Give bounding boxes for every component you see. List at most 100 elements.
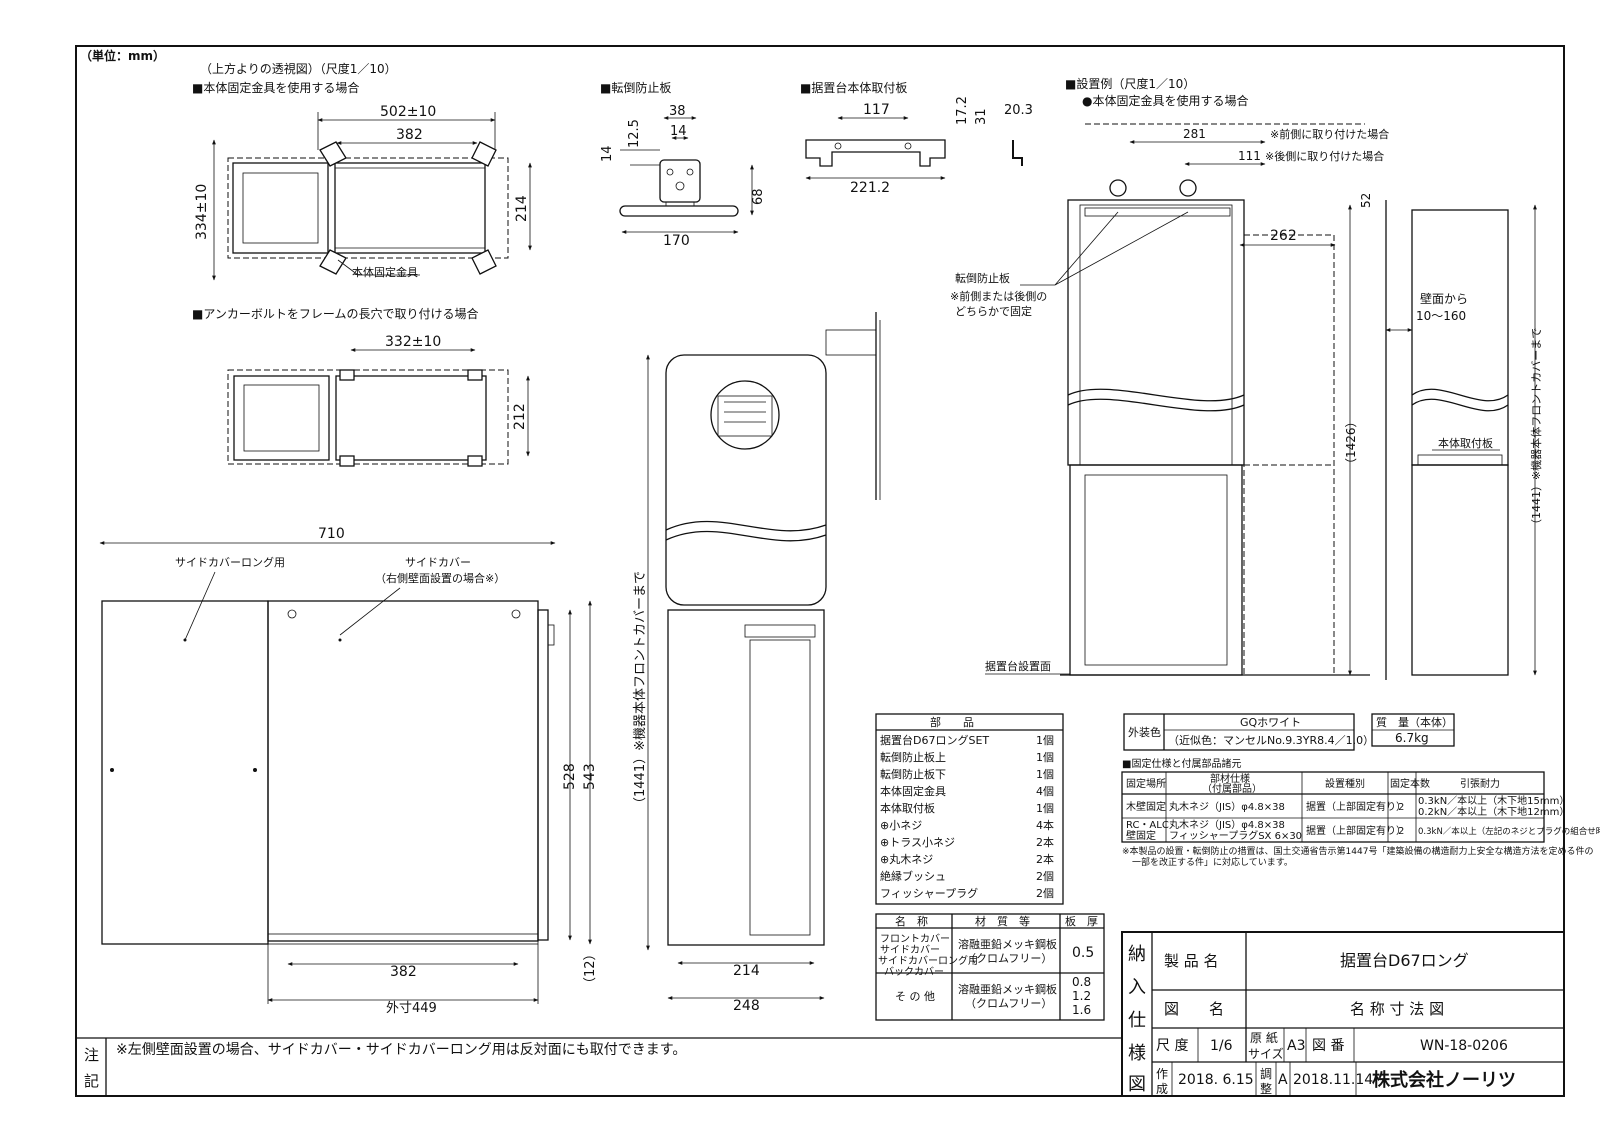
install-tip-label: 転倒防止板	[955, 271, 1010, 285]
side-label-cover-note: （右側壁面設置の場合※）	[375, 571, 505, 585]
tb-side-4: 図	[1128, 1074, 1146, 1095]
mat-r1-name-2: サイドカバーロング用	[878, 954, 978, 967]
dim-502: 502±10	[380, 104, 436, 120]
parts-row-name: 転倒防止板下	[880, 767, 946, 781]
mount-d20-3: 20.3	[1004, 103, 1033, 118]
parts-row-name: ⊕トラス小ネジ	[880, 836, 955, 849]
parts-row-qty: 1個	[1036, 802, 1054, 815]
dim-212: 212	[512, 403, 528, 430]
tb-made: 2018. 6.15	[1178, 1072, 1254, 1088]
install-wall-label2: 10～160	[1416, 309, 1466, 323]
sheet-border	[75, 45, 1565, 1097]
mass-label: 質 量（本体）	[1376, 715, 1453, 729]
tb-drawing: 名 称 寸 法 図	[1350, 1000, 1444, 1018]
parts-row-qty: 1個	[1036, 751, 1054, 764]
mat-r1-mat-1: （クロムフリー）	[965, 952, 1052, 965]
mat-h-mat: 材 質 等	[975, 914, 1030, 928]
fix-title: ■固定仕様と付属部品諸元	[1122, 757, 1241, 770]
mat-r1-name-0: フロントカバー	[880, 933, 950, 945]
tb-product-label: 製 品 名	[1164, 952, 1219, 970]
front-view: （1441）※機器本体フロントカバーまで 214 248	[633, 312, 881, 1014]
color-munsell: （近似色：マンセルNo.9.3YR8.4／1.0）	[1168, 733, 1374, 747]
install-tip-note1: ※前側または後側の	[950, 289, 1047, 303]
tip-d38: 38	[669, 104, 686, 119]
side-d543: 543	[582, 763, 598, 790]
tb-rev-date: 2018.11.14	[1293, 1072, 1373, 1088]
side-d382: 382	[390, 964, 417, 980]
parts-row-qty: 4本	[1036, 818, 1054, 832]
unit-label: （単位：mm）	[80, 48, 165, 63]
tb-product: 据置台D67ロング	[1340, 951, 1469, 970]
tb-side-2: 仕	[1128, 1010, 1146, 1031]
tb-rev: A	[1278, 1072, 1288, 1088]
side-d528: 528	[562, 763, 578, 790]
parts-row-name: 転倒防止板上	[880, 750, 946, 764]
mat-r1-thk: 0.5	[1072, 945, 1094, 961]
tb-adj-label2: 整	[1260, 1081, 1272, 1096]
title-block: 納 入 仕 様 図 製 品 名 据置台D67ロング 図 名 名 称 寸 法 図 …	[1121, 931, 1565, 1097]
side-d710: 710	[318, 526, 345, 542]
tb-made-label1: 作	[1156, 1067, 1168, 1081]
fix-r0-type: 据置（上部固定有り）	[1306, 800, 1406, 813]
bracket-label: 本体固定金具	[352, 265, 418, 279]
install-d281: 281	[1183, 127, 1206, 141]
tb-made-label2: 成	[1156, 1082, 1168, 1096]
parts-row-name: 本体固定金具	[880, 784, 946, 798]
fix-r1-spec: 丸木ネジ（JIS）φ4.8×38	[1169, 818, 1285, 831]
perspective-note: （上方よりの透視図）（尺度1／10）	[200, 61, 397, 76]
tb-paper-label1: 原 紙	[1250, 1030, 1278, 1045]
install-tip-note2: どちらかで固定	[955, 304, 1032, 318]
install-mount-label: 本体取付板	[1438, 436, 1493, 450]
front-d248: 248	[733, 998, 760, 1014]
tip-d170: 170	[663, 233, 690, 249]
fix-r0-spec: 丸木ネジ（JIS）φ4.8×38	[1169, 800, 1285, 813]
parts-row-qty: 2個	[1036, 870, 1054, 883]
tb-company: 株式会社ノーリツ	[1372, 1069, 1516, 1091]
side-view: 710 サイドカバーロング用 サイドカバー （右側壁面設置の場合※） 382 外…	[99, 526, 598, 1016]
fix-h2: （付属部品）	[1202, 782, 1262, 795]
install-wall-label1: 壁面から	[1420, 291, 1468, 306]
tip-d68: 68	[751, 188, 766, 205]
install-d111: 111	[1238, 149, 1261, 163]
mount-d17-2: 17.2	[955, 96, 970, 125]
mount-plate-view: ■据置台本体取付板 117 17.2 31 20.3 221.2	[800, 80, 1033, 196]
mat-h-thk: 板 厚	[1065, 914, 1098, 928]
install-d1426: （1426）	[1344, 415, 1358, 470]
parts-row-name: 絶縁ブッシュ	[880, 869, 946, 883]
mat-r1-mat-0: 溶融亜鉛メッキ鋼板	[958, 937, 1057, 951]
parts-row-qty: 2個	[1036, 887, 1054, 900]
install-base-label: 据置台設置面	[985, 659, 1051, 673]
parts-row-qty: 1個	[1036, 734, 1054, 747]
fix-table: ■固定仕様と付属部品諸元 固定場所 部材仕様 （付属部品） 設置種別 固定本数 …	[1121, 757, 1600, 868]
tip-plate-heading: ■転倒防止板	[600, 80, 671, 95]
fix-r0-n: 2	[1398, 802, 1404, 813]
color-box: 外装色 GQホワイト （近似色：マンセルNo.9.3YR8.4／1.0） 質 量…	[1123, 713, 1455, 751]
mount-d117: 117	[863, 102, 890, 118]
material-table: 名 称 材 質 等 板 厚 フロントカバー サイドカバー サイドカバーロング用 …	[875, 913, 1105, 1021]
install-d1441: （1441）※機器本体フロントカバーまで	[1529, 328, 1543, 530]
notes-label1: 注	[84, 1046, 99, 1064]
mount-d221-2: 221.2	[850, 180, 890, 196]
notes-text: ※左側壁面設置の場合、サイドカバー・サイドカバーロング用は反対面にも取付できます…	[116, 1042, 686, 1058]
tb-num-label: 図 番	[1312, 1038, 1344, 1054]
fix-r1-spec2: フィッシャープラグSX 6×30	[1169, 829, 1302, 842]
tb-paper: A3	[1287, 1038, 1305, 1054]
tip-d14a: 14	[600, 145, 615, 162]
dim-382: 382	[396, 127, 423, 143]
side-d12: （12）	[583, 947, 598, 990]
mat-r1-name-1: サイドカバー	[880, 944, 940, 956]
fix-h5: 引張耐力	[1460, 777, 1500, 790]
install-d262: 262	[1270, 228, 1297, 244]
dim-334: 334±10	[194, 184, 210, 240]
mat-r2-thk-1: 1.2	[1072, 989, 1091, 1003]
parts-row-qty: 4個	[1036, 785, 1054, 798]
fix-note2: 一部を改正する件」に対応しています。	[1132, 856, 1293, 868]
parts-row-qty: 2本	[1036, 852, 1054, 866]
fix-r1-place: RC・ALC	[1126, 820, 1169, 831]
tb-side-1: 入	[1128, 977, 1146, 998]
tb-side-3: 様	[1128, 1043, 1146, 1064]
dim-214-top: 214	[514, 195, 530, 222]
mat-r2-thk-0: 0.8	[1072, 975, 1091, 989]
